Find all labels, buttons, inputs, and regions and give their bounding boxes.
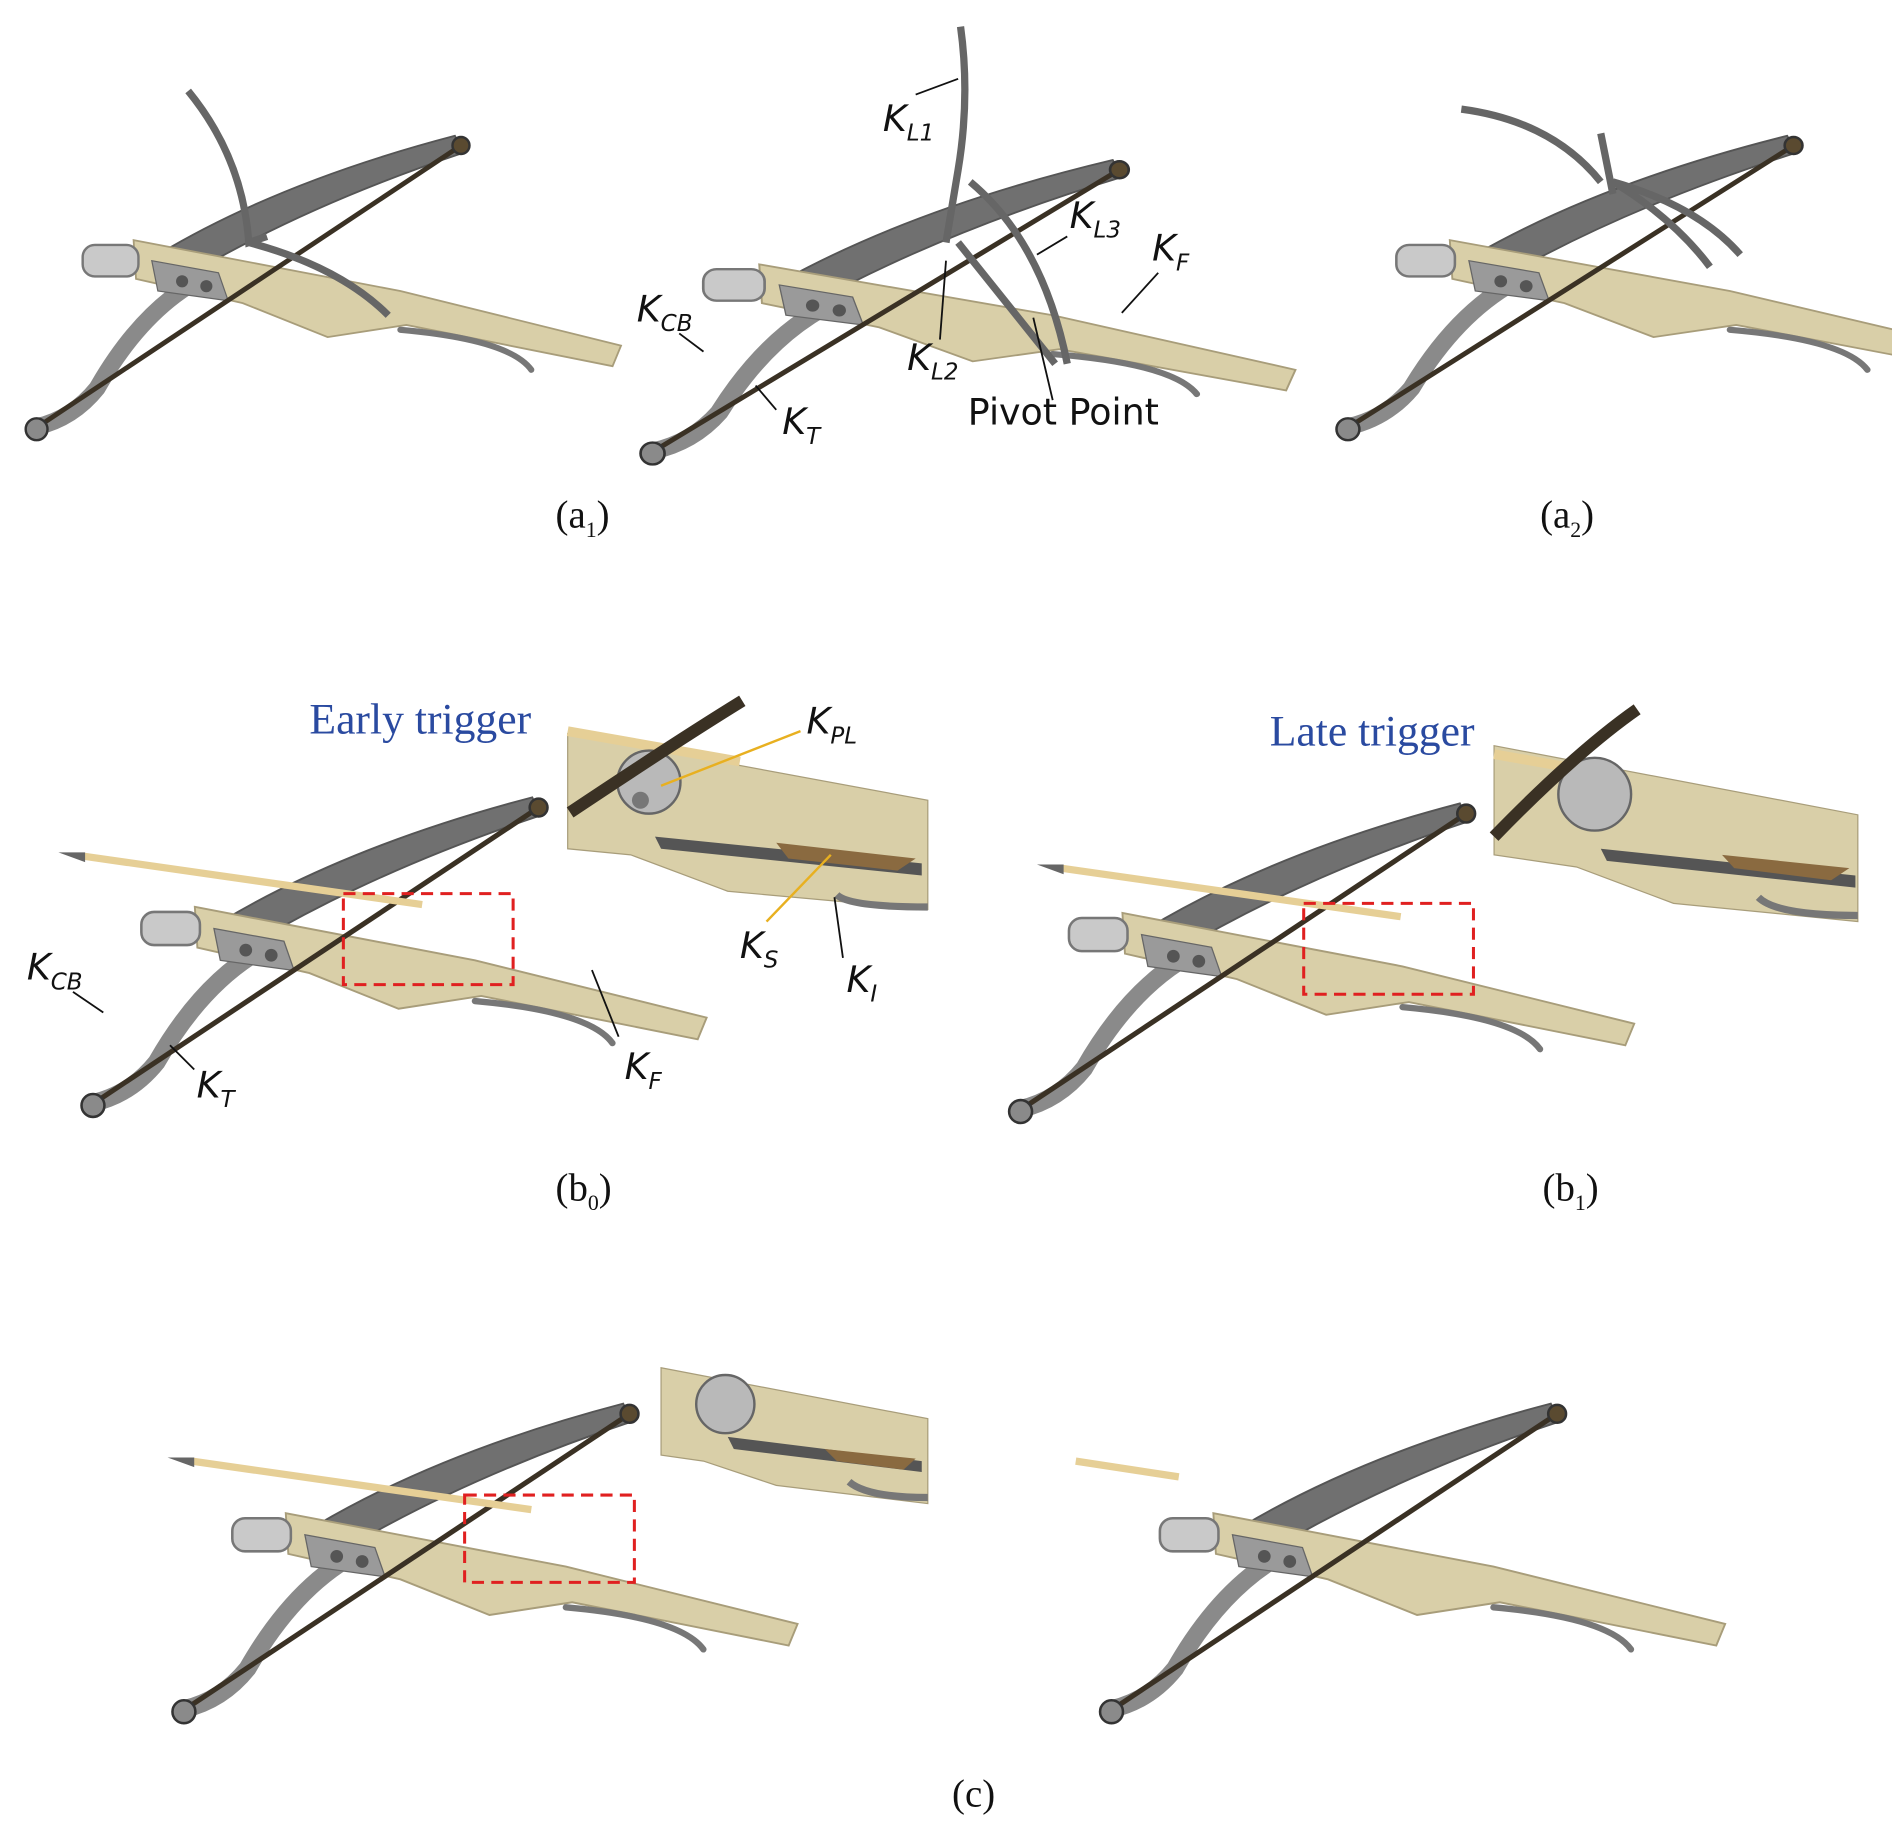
label-ki: KI [847,958,878,1008]
label-kcb-a: KCB [637,287,693,337]
label-kpl: KPL [807,700,858,750]
kt-leader-b [169,1044,195,1071]
crossbow-b0 [58,797,706,1117]
ki-leader [833,897,844,959]
early-trigger-label: Early trigger [309,696,531,744]
crossbow-c-left [168,1404,798,1724]
highlight-box-c [463,1493,636,1584]
kf-leader-a [1121,272,1159,314]
crossbow-a2 [1336,105,1892,440]
kpl-leader [660,730,801,787]
pivot-leader [1032,317,1054,401]
kcb-leader-a [678,332,705,353]
kcb-leader-b [72,991,104,1014]
kl3-leader [1036,235,1068,256]
crossbow-a-middle [641,26,1296,465]
label-kl1: KL1 [883,97,934,147]
label-ks: KS [740,924,778,974]
kf-leader-b [591,969,620,1038]
kl1-leader [915,77,959,96]
label-kcb-b: KCB [27,946,83,996]
caption-c: (c) [952,1773,995,1816]
label-kl3: KL3 [1070,194,1121,244]
highlight-box-b0 [341,892,515,987]
late-trigger-label: Late trigger [1270,708,1475,756]
caption-a2: (a2) [1540,493,1594,542]
label-kl2: KL2 [907,336,958,386]
crossbow-b1 [1009,803,1634,1123]
label-kt-a: KT [782,400,822,450]
inset-b1 [1489,704,1859,923]
highlight-box-b1 [1302,901,1475,996]
inset-c [660,1367,929,1505]
label-pivot-point: Pivot Point [968,390,1159,433]
kt-leader-a [754,384,777,411]
inset-b0 [566,695,929,911]
label-kf-a: KF [1152,227,1190,277]
kl2-leader [939,260,947,340]
caption-b0: (b0) [556,1166,612,1215]
caption-a1: (a1) [556,493,610,542]
crossbow-a1 [26,88,621,440]
caption-b1: (b1) [1543,1166,1599,1215]
label-kf-b: KF [625,1045,663,1095]
crossbow-c-right [1075,1404,1725,1724]
label-kt-b: KT [197,1063,237,1113]
ks-leader [765,854,832,923]
